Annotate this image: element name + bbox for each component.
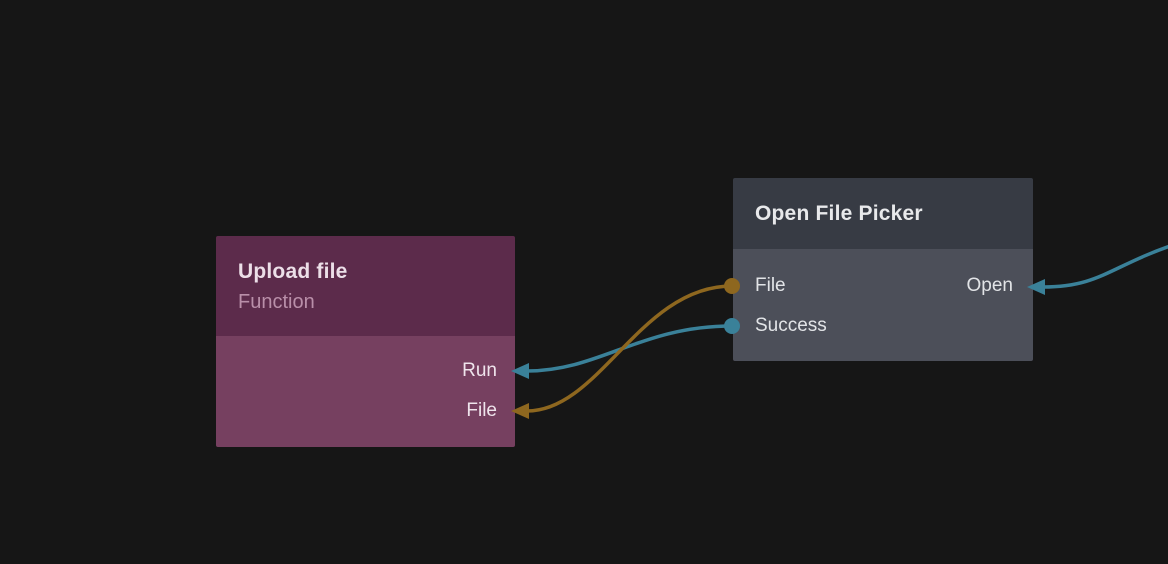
port-upload-file-label: File xyxy=(466,400,497,421)
port-row-success: Success xyxy=(755,306,1013,346)
node-upload-file-body: Run File xyxy=(216,336,515,447)
node-upload-file[interactable]: Upload file Function Run File xyxy=(216,236,515,447)
wire-file-to-file[interactable] xyxy=(526,284,733,413)
node-open-file-picker-title: Open File Picker xyxy=(755,201,923,225)
port-upload-file[interactable]: File xyxy=(238,391,497,431)
node-open-file-picker[interactable]: Open File Picker File Open Success xyxy=(733,178,1033,361)
port-row-file-open: File Open xyxy=(755,266,1013,306)
node-upload-file-subtitle: Function xyxy=(238,291,315,313)
wire-success-to-run[interactable] xyxy=(526,324,733,373)
node-open-file-picker-header[interactable]: Open File Picker xyxy=(733,178,1033,249)
node-open-file-picker-body: File Open Success xyxy=(733,249,1033,361)
port-picker-success[interactable]: Success xyxy=(755,315,827,336)
port-upload-run-label: Run xyxy=(462,360,497,381)
port-picker-file[interactable]: File xyxy=(755,275,786,296)
port-picker-open[interactable]: Open xyxy=(966,275,1013,296)
node-upload-file-title: Upload file xyxy=(238,260,348,283)
node-upload-file-header[interactable]: Upload file Function xyxy=(216,236,515,336)
port-upload-run[interactable]: Run xyxy=(238,351,497,391)
wire-offscreen-to-open[interactable] xyxy=(1042,244,1168,289)
